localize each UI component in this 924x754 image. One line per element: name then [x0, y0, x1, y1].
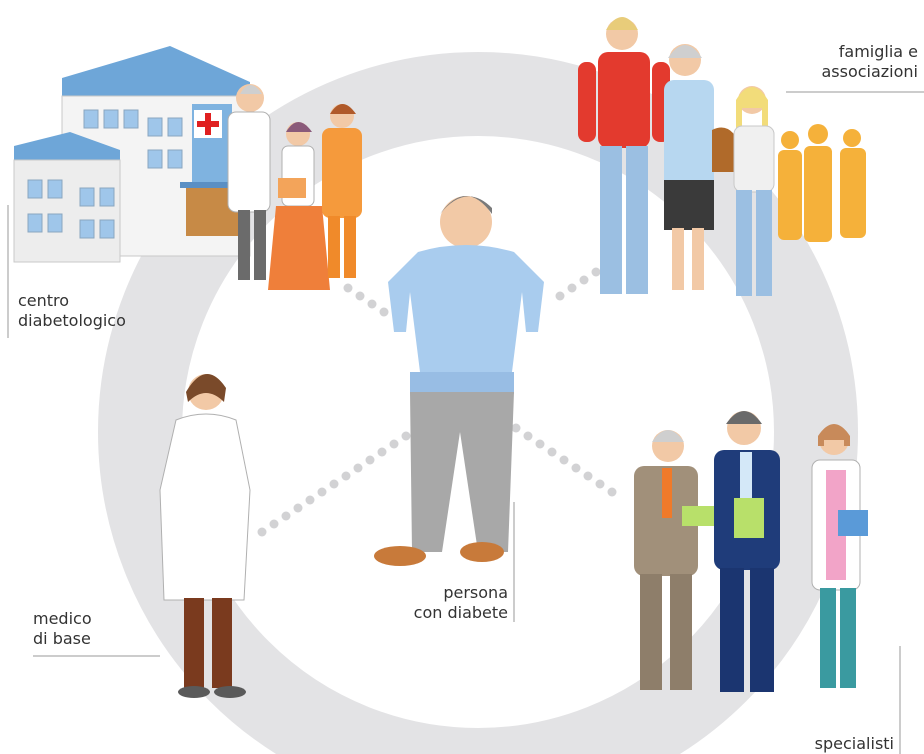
family-illustration	[578, 17, 866, 296]
hospital-illustration	[13, 46, 362, 290]
label-line: famiglia e	[838, 42, 918, 61]
connector-bottom-right	[511, 423, 617, 497]
label-medico-di-base: medico di base	[33, 609, 92, 649]
label-centro-diabetologico: centro diabetologico	[18, 291, 126, 331]
connector-top-left	[343, 283, 389, 317]
label-famiglia-associazioni: famiglia e associazioni	[821, 42, 918, 82]
connector-top-right	[555, 267, 601, 301]
label-line: diabetologico	[18, 311, 126, 330]
patient-illustration	[374, 196, 544, 566]
label-line: persona	[443, 583, 508, 602]
label-line: specialisti	[814, 734, 894, 753]
label-line: centro	[18, 291, 70, 310]
specialists-illustration	[634, 411, 868, 692]
care-ring	[98, 52, 858, 754]
label-line: con diabete	[413, 603, 508, 622]
label-line: associazioni	[821, 62, 918, 81]
label-line: di base	[33, 629, 91, 648]
connector-bottom-left	[257, 423, 423, 537]
label-persona-con-diabete: persona con diabete	[414, 583, 508, 623]
label-line: medico	[33, 609, 92, 628]
label-specialisti: specialisti	[815, 734, 894, 754]
doctor-illustration	[159, 373, 251, 698]
